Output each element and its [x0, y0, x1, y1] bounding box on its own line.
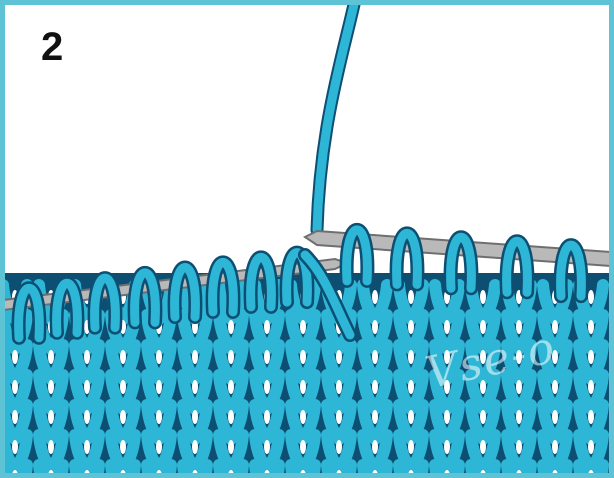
- stitch-gap: [480, 320, 486, 334]
- stitch-gap: [300, 350, 306, 364]
- stitch-gap: [516, 320, 522, 334]
- stitch-gap: [516, 380, 522, 394]
- stitch-gap: [264, 410, 270, 424]
- stitch-gap: [84, 380, 90, 394]
- stitch-gap: [552, 380, 558, 394]
- stitch-gap: [84, 410, 90, 424]
- stitch-gap: [444, 410, 450, 424]
- stitch-gap: [444, 380, 450, 394]
- stitch-gap: [588, 350, 594, 364]
- stitch-gap: [48, 410, 54, 424]
- stitch-gap: [84, 440, 90, 454]
- stitch-gap: [228, 410, 234, 424]
- stitch-gap: [48, 380, 54, 394]
- stitch-gap: [408, 350, 414, 364]
- stitch-gap: [120, 410, 126, 424]
- stitch-gap: [300, 380, 306, 394]
- stitch-gap: [300, 440, 306, 454]
- stitch-gap: [300, 410, 306, 424]
- stitch-gap: [444, 350, 450, 364]
- stitch-gap: [372, 320, 378, 334]
- stitch-gap: [480, 440, 486, 454]
- stitch-gap: [192, 350, 198, 364]
- stitch-gap: [516, 410, 522, 424]
- stitch-gap: [588, 440, 594, 454]
- stitch-gap: [336, 410, 342, 424]
- stitch-gap: [408, 440, 414, 454]
- stitch-gap: [156, 380, 162, 394]
- stitch-gap: [120, 380, 126, 394]
- stitch-gap: [228, 320, 234, 334]
- stitch-gap: [408, 290, 414, 304]
- stitch-gap: [372, 350, 378, 364]
- stitch-gap: [588, 380, 594, 394]
- stitch-gap: [192, 440, 198, 454]
- stitch-gap: [264, 350, 270, 364]
- stitch-gap: [12, 440, 18, 454]
- knitting-illustration: [5, 5, 609, 473]
- stitch-gap: [120, 350, 126, 364]
- stitch-gap: [336, 350, 342, 364]
- stitch-gap: [372, 380, 378, 394]
- stitch-gap: [408, 380, 414, 394]
- stitch-gap: [552, 410, 558, 424]
- stitch-gap: [516, 350, 522, 364]
- stitch-gap: [12, 410, 18, 424]
- stitch-gap: [480, 290, 486, 304]
- stitch-gap: [408, 320, 414, 334]
- stitch-gap: [372, 290, 378, 304]
- stitch-gap: [156, 440, 162, 454]
- stitch-gap: [156, 410, 162, 424]
- stitch-gap: [516, 440, 522, 454]
- stitch-gap: [480, 380, 486, 394]
- stitch-gap: [228, 380, 234, 394]
- stitch-gap: [552, 440, 558, 454]
- stitch-gap: [156, 350, 162, 364]
- stitch-gap: [588, 410, 594, 424]
- stitch-gap: [588, 320, 594, 334]
- stitch-gap: [372, 410, 378, 424]
- stitch-gap: [192, 380, 198, 394]
- stitch-gap: [480, 350, 486, 364]
- stitch-gap: [12, 350, 18, 364]
- stitch-gap: [588, 290, 594, 304]
- stitch-gap: [300, 320, 306, 334]
- stitch-gap: [228, 440, 234, 454]
- stitch-gap: [84, 350, 90, 364]
- stitch-gap: [48, 440, 54, 454]
- stitch-gap: [372, 440, 378, 454]
- stitch-gap: [228, 350, 234, 364]
- stitch-gap: [120, 440, 126, 454]
- stitch-gap: [444, 320, 450, 334]
- stitch-gap: [264, 380, 270, 394]
- stitch-gap: [444, 440, 450, 454]
- stitch-gap: [408, 410, 414, 424]
- stitch-gap: [192, 410, 198, 424]
- stitch-gap: [48, 350, 54, 364]
- step-number: 2: [41, 27, 63, 67]
- stitch-gap: [552, 350, 558, 364]
- stitch-gap: [264, 440, 270, 454]
- stitch-gap: [12, 380, 18, 394]
- stitch-gap: [480, 410, 486, 424]
- stitch-gap: [552, 320, 558, 334]
- stitch-gap: [264, 320, 270, 334]
- stitch-gap: [336, 440, 342, 454]
- stitch-gap: [336, 380, 342, 394]
